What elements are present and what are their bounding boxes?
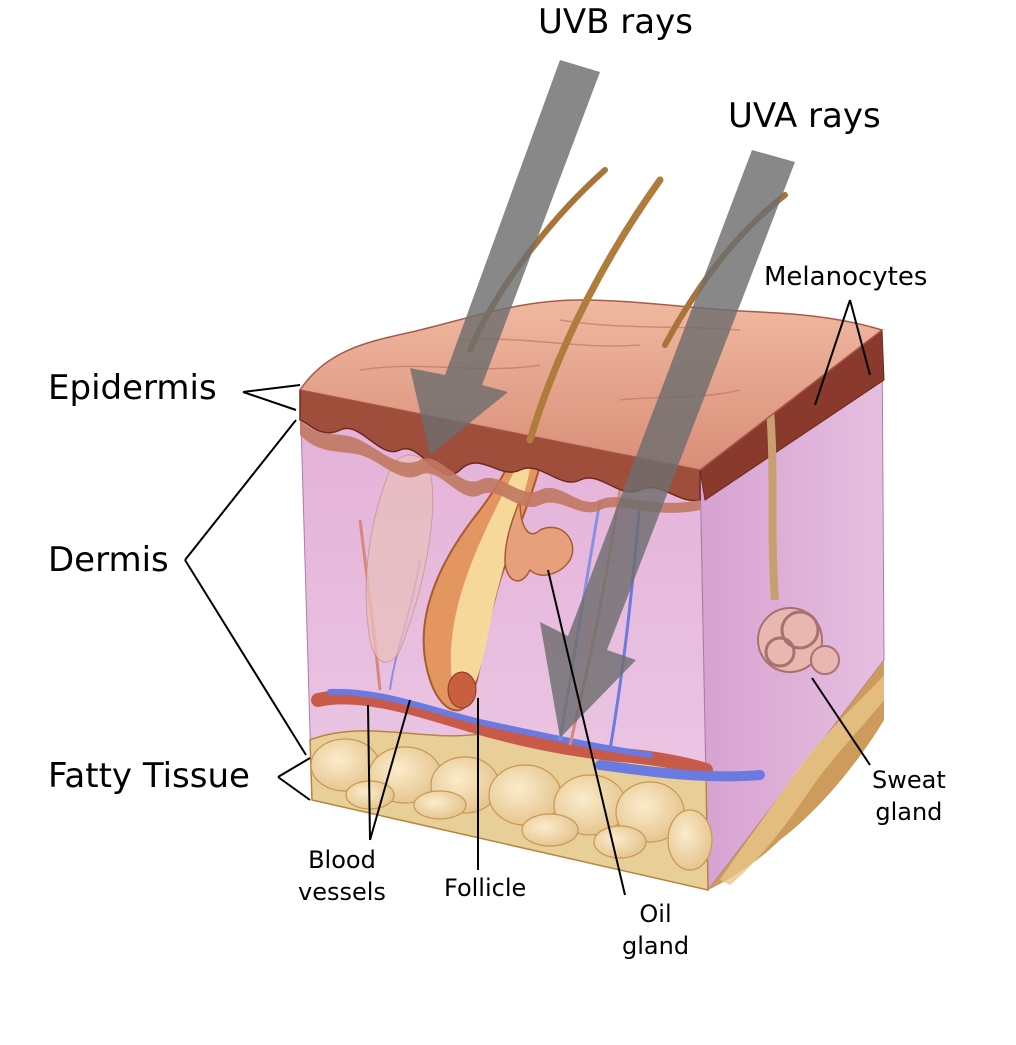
- fatty-tissue-label: Fatty Tissue: [48, 756, 250, 796]
- oil-gland-label-line1: Oil: [639, 900, 672, 928]
- sweat-gland-label-line1: Sweat: [872, 766, 946, 794]
- melanocytes-label: Melanocytes: [764, 262, 928, 292]
- follicle-label: Follicle: [444, 874, 527, 902]
- oil-gland: [504, 499, 574, 582]
- oil-gland-label: Oil gland: [622, 898, 689, 962]
- blood-vessels-label: Blood vessels: [298, 844, 386, 908]
- oil-gland-label-line2: gland: [622, 932, 690, 960]
- uva-ray-arrow: [540, 150, 795, 738]
- epidermis-label: Epidermis: [48, 368, 217, 408]
- sweat-gland-coil: [757, 409, 840, 675]
- dermis-label: Dermis: [48, 540, 169, 580]
- sweat-gland-label-line2: gland: [875, 798, 943, 826]
- blood-vessels-label-line2: vessels: [298, 878, 386, 906]
- blood-vessels-label-line1: Blood: [308, 846, 376, 874]
- uvb-label: UVB rays: [538, 2, 693, 42]
- sweat-gland-label: Sweat gland: [872, 764, 946, 828]
- uva-label: UVA rays: [728, 96, 881, 136]
- leader-lines: [184, 299, 871, 896]
- uvb-ray-arrow: [410, 60, 600, 455]
